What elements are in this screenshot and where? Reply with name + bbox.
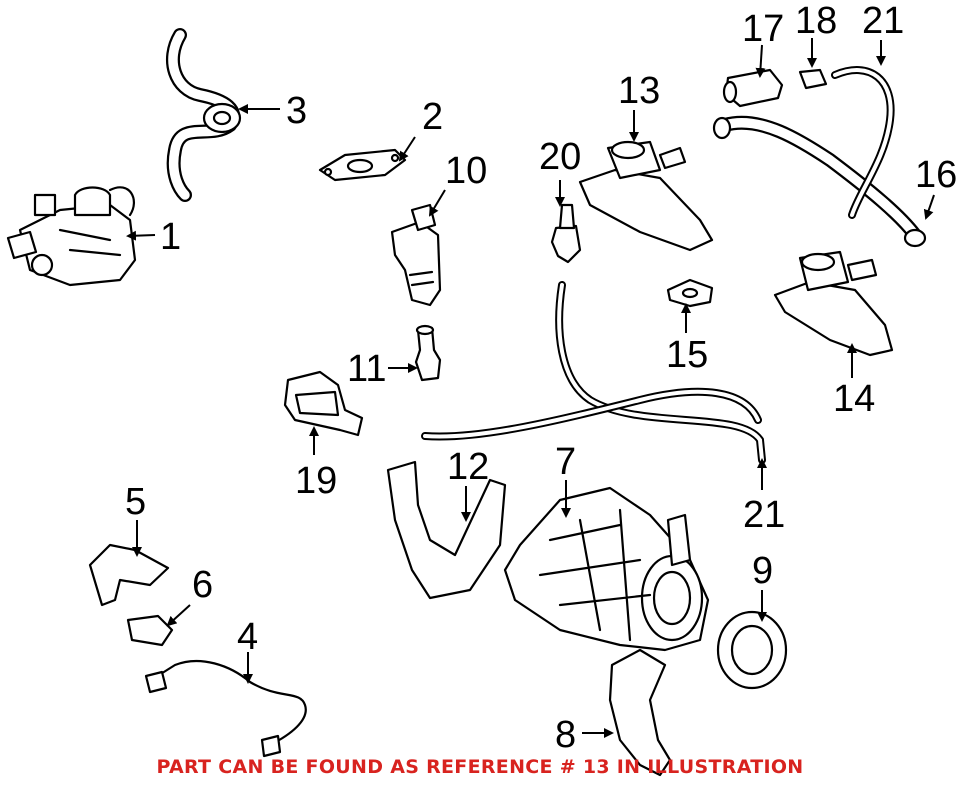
callout-11: 11 <box>347 348 387 390</box>
part-14-valve <box>773 250 894 357</box>
callout-14: 14 <box>833 378 876 420</box>
part-17-fitting <box>722 68 784 108</box>
callout-9: 9 <box>752 550 774 592</box>
part-3-hose <box>165 28 242 202</box>
part-8-bracket <box>608 648 672 777</box>
part-20-connector <box>550 203 582 264</box>
part-21-hoses <box>421 281 766 464</box>
callout-8: 8 <box>555 714 577 756</box>
leader-lines <box>126 38 935 738</box>
callout-20: 20 <box>539 136 582 178</box>
callout-5: 5 <box>125 481 147 523</box>
callout-18: 18 <box>795 0 838 42</box>
part-19-bracket <box>283 370 364 437</box>
footnote: PART CAN BE FOUND AS REFERENCE # 13 IN I… <box>156 756 804 778</box>
part-2-gasket <box>318 148 407 182</box>
part-1-valve <box>6 186 137 287</box>
callout-10: 10 <box>445 150 488 192</box>
part-21-upper-hose <box>831 66 895 219</box>
callout-16: 16 <box>915 154 958 196</box>
part-5-bracket <box>88 543 170 607</box>
callout-4: 4 <box>237 616 259 658</box>
callout-2: 2 <box>422 96 444 138</box>
part-9-ring <box>716 610 788 690</box>
callout-6: 6 <box>192 564 214 606</box>
callout-17: 17 <box>742 8 785 50</box>
callout-21-lower: 21 <box>743 494 786 536</box>
part-10-sensor <box>390 203 442 307</box>
callout-3: 3 <box>286 90 308 132</box>
part-13-valve <box>578 140 714 252</box>
part-12-bracket <box>386 460 507 600</box>
part-16-pipe <box>712 115 927 248</box>
part-7-air-pump <box>503 486 710 652</box>
part-18-clip <box>798 68 828 90</box>
callout-13: 13 <box>618 70 661 112</box>
part-11-cap <box>414 324 442 382</box>
part-15-gasket <box>666 278 714 308</box>
callout-12: 12 <box>447 446 490 488</box>
callout-21-upper: 21 <box>862 0 905 42</box>
part-4-cable <box>144 659 307 758</box>
callout-7: 7 <box>555 441 577 483</box>
callout-1: 1 <box>160 216 182 258</box>
callout-15: 15 <box>666 334 709 376</box>
part-6-block <box>126 614 174 647</box>
callout-19: 19 <box>295 460 338 502</box>
